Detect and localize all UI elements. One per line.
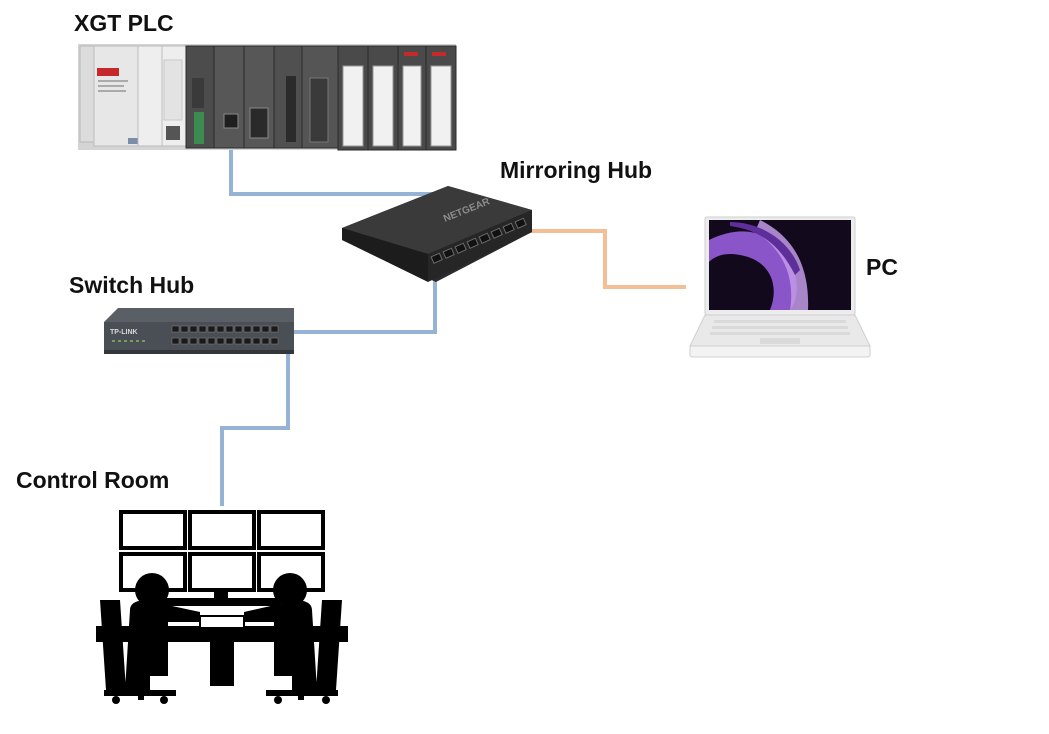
plc-rack-icon (78, 44, 457, 151)
network-hub-icon: NETGEAR (342, 186, 532, 282)
label-mirroring-hub: Mirroring Hub (500, 157, 653, 183)
control-room-operators-icon (96, 510, 348, 704)
link-mirroring-hub-to-switch-hub (287, 262, 437, 334)
network-switch-icon: TP-LINK (104, 308, 294, 354)
label-xgt-plc: XGT PLC (74, 10, 174, 36)
label-control-room: Control Room (16, 467, 170, 493)
link-mirroring-hub-to-pc (524, 229, 686, 289)
svg-text:TP-LINK: TP-LINK (110, 329, 138, 336)
label-pc: PC (866, 254, 898, 280)
link-switch-hub-to-control-room (220, 345, 290, 506)
laptop-icon (689, 216, 871, 358)
label-switch-hub: Switch Hub (69, 272, 195, 298)
